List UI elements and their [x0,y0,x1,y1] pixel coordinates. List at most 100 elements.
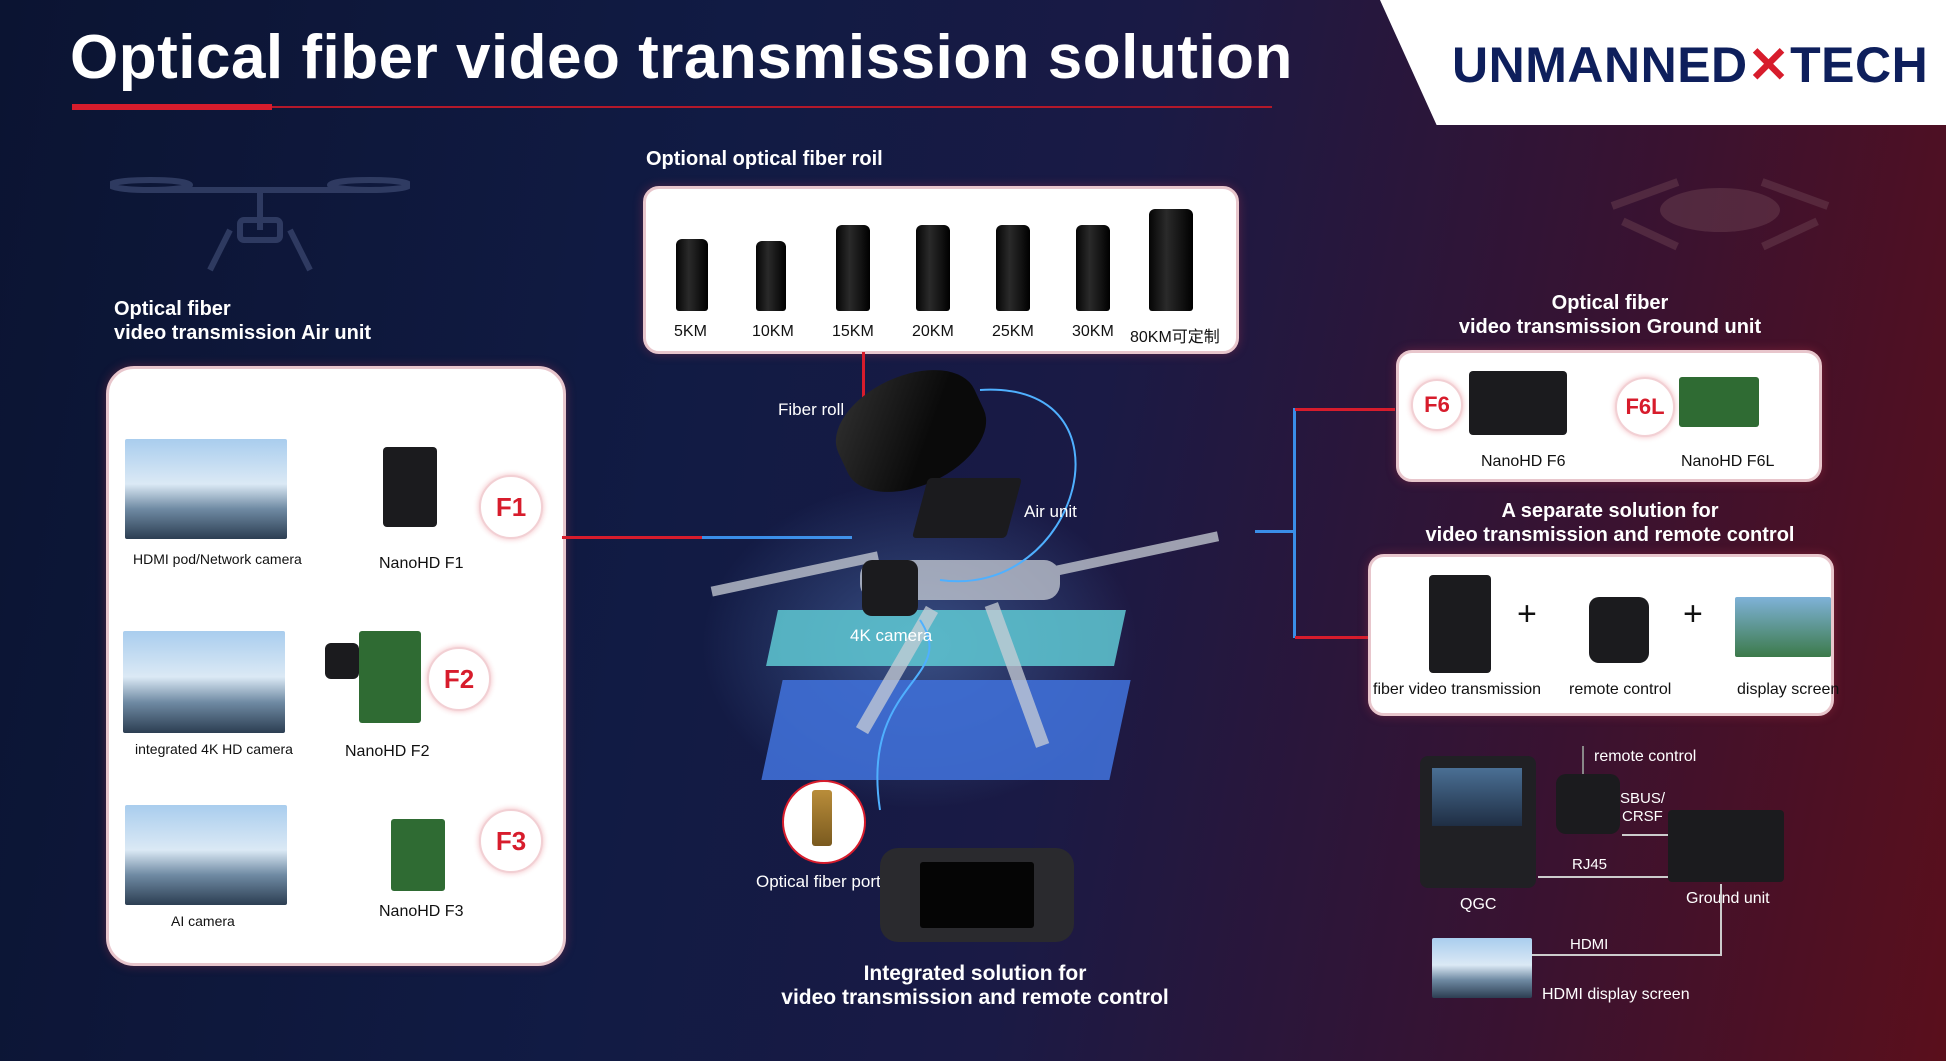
ground-unit-heading-line2: video transmission Ground unit [1458,316,1762,338]
integrated-controller [880,848,1074,942]
tag-f2: F2 [427,647,491,711]
4k-camera-device [862,560,918,616]
nanohd-f6-device [1469,371,1567,435]
plus-icon-2: + [1683,595,1703,633]
integrated-heading-line1: Integrated solution for [863,962,1087,985]
display-screen-label: display screen [1737,681,1840,698]
logo-x-icon: ✕ [1747,37,1791,93]
fiber-video-device [1429,575,1491,673]
roll-label-80km: 80KM可定制 [1130,329,1220,346]
setup-ground-unit [1668,810,1784,882]
f2-camera-module [325,643,359,679]
tag-f3: F3 [479,809,543,873]
qgc-station [1420,756,1536,888]
ground-link-blue-line [1255,530,1295,533]
fiber-roll-5km [676,239,708,311]
roll-link-line [862,352,865,412]
hdmi-cable-vertical [1720,884,1722,956]
roll-label-25km: 25KM [992,323,1034,340]
roll-label-10km: 10KM [752,323,794,340]
fiber-roll-heading: Optional optical fiber roil [646,148,883,170]
fiber-roll-20km [916,225,950,311]
hdmi-display-device [1432,938,1532,998]
logo-text-left: UNMANNED [1452,37,1748,93]
tag-f6l: F6L [1615,377,1675,437]
remote-control-device [1589,597,1649,663]
sbus-cable [1622,834,1668,836]
tag-f6: F6 [1411,379,1463,431]
title-underline-accent [72,104,272,110]
qgc-screen [1432,768,1522,826]
nanohd-f1-device [383,447,437,527]
ai-camera-photo [125,805,287,905]
drone-silhouette-right-icon [1610,178,1830,251]
air-unit-heading-line1: Optical fiber [114,298,231,320]
setup-ground-unit-label: Ground unit [1686,890,1770,907]
air-unit-heading-line2: video transmission Air unit [114,322,372,344]
brand-logo: UNMANNED✕TECH [1452,36,1928,94]
sbus-label: SBUS/ [1620,790,1666,807]
separate-heading-line1: A separate solution for [1501,500,1719,522]
controller-screen [920,862,1034,928]
hdmi-camera-label: HDMI pod/Network camera [133,551,302,567]
roll-label-5km: 5KM [674,323,707,340]
plus-icon: + [1517,595,1537,633]
nanohd-f6l-label: NanoHD F6L [1681,453,1775,470]
air-unit-label: Air unit [1024,502,1077,521]
separate-heading-line2: video transmission and remote control [1425,524,1795,546]
page-title: Optical fiber video transmission solutio… [70,23,1293,92]
nanohd-f6l-board [1679,377,1759,427]
title-underline [72,106,1272,108]
roll-label-20km: 20KM [912,323,954,340]
ai-camera-label: AI camera [171,913,235,929]
hdmi-camera-photo [125,439,287,539]
ground-branch-top-line [1295,408,1395,411]
fiber-roll-25km [996,225,1030,311]
rj45-cable [1538,876,1668,878]
fiber-roll-30km [1076,225,1110,311]
hdmi-cable [1532,954,1722,956]
optical-port-label: Optical fiber port [756,872,881,891]
nanohd-f2-label: NanoHD F2 [345,743,430,760]
hdmi-label: HDMI [1570,936,1609,953]
crsf-label: CRSF [1622,808,1663,825]
hdmi-screen-label: HDMI display screen [1542,986,1690,1003]
nanohd-f3-board [391,819,445,891]
nanohd-f2-board [359,631,421,723]
fiber-roll-15km [836,225,870,311]
fiber-video-label: fiber video transmission [1373,681,1542,698]
fiber-roll-10km [756,241,786,311]
setup-remote-control-label: remote control [1594,748,1697,765]
roll-label-15km: 15KM [832,323,874,340]
4k-camera-photo [123,631,285,733]
air-link-red-line [562,536,702,539]
fiber-roll-80km [1149,209,1193,311]
ground-branch-bottom-line [1295,636,1369,639]
fiber-roll-label: Fiber roll [778,400,845,419]
logo-panel [1380,0,1946,125]
air-unit-panel: HDMI pod/Network camera NanoHD F1 F1 int… [106,366,566,966]
setup-remote-control [1556,774,1620,834]
drone-silhouette-icon [110,177,410,272]
antenna [1582,746,1584,774]
remote-control-label: remote control [1569,681,1672,698]
fiber-cable-icon [876,388,1077,811]
logo-text-right: TECH [1790,37,1929,93]
nanohd-f1-label: NanoHD F1 [379,555,464,572]
nanohd-f3-label: NanoHD F3 [379,903,464,920]
rj45-label: RJ45 [1572,856,1608,873]
qgc-label: QGC [1460,896,1497,913]
nanohd-f6-label: NanoHD F6 [1481,453,1566,470]
air-link-blue-line [702,536,852,539]
4k-camera-label: 4K camera [850,626,933,645]
ground-trunk-line [1293,408,1296,638]
ground-unit-panel: F6 NanoHD F6 F6L NanoHD F6L [1396,350,1822,482]
tag-f1: F1 [479,475,543,539]
ground-unit-heading-line1: Optical fiber [1551,292,1669,314]
4k-camera-label: integrated 4K HD camera [135,741,293,757]
separate-solution-panel: + + fiber video transmission remote cont… [1368,554,1839,716]
roll-label-30km: 30KM [1072,323,1114,340]
display-screen-device [1735,597,1831,657]
optical-port-connector [812,790,832,846]
fiber-roll-panel: 5KM 10KM 15KM 20KM 25KM 30KM 80KM可定制 [643,186,1239,354]
